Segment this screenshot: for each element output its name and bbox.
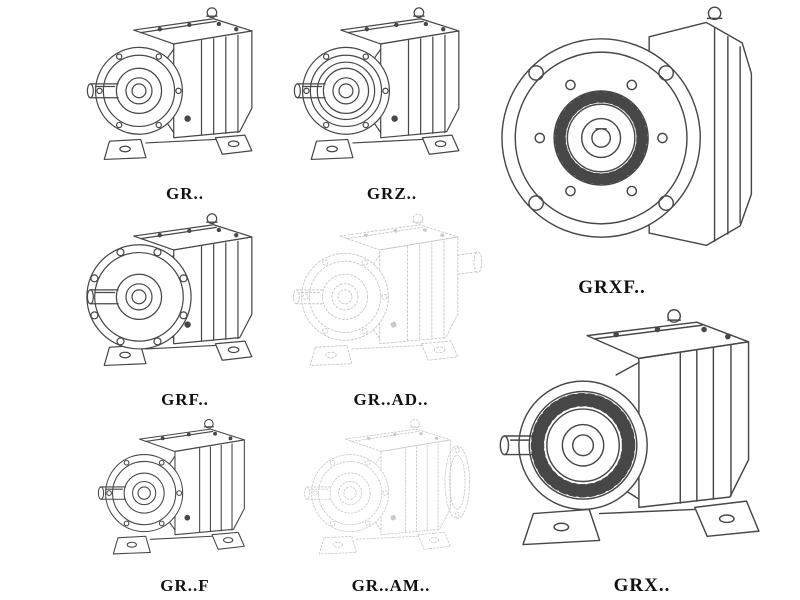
gearbox-label-gr: GR.. <box>166 184 204 203</box>
gearbox-label-grff: GR..F <box>160 576 210 595</box>
gearbox-drawing-grff <box>97 418 245 555</box>
figure-grf: GRF.. <box>82 210 288 412</box>
gearbox-label-grz: GRZ.. <box>366 184 418 203</box>
gearbox-drawing-grx <box>499 309 760 546</box>
figure-grz: GRZ.. <box>292 4 492 206</box>
figure-grad: GR..AD.. <box>288 210 494 412</box>
gearbox-drawing-grz <box>293 7 460 161</box>
gearbox-drawing-grad <box>292 213 483 366</box>
gearbox-drawing-gr <box>86 7 253 161</box>
figure-grxf: GRXF.. <box>492 0 792 300</box>
grz-extra-ring <box>316 61 376 121</box>
figure-gram: GR..AM.. <box>288 416 494 598</box>
gearbox-drawing-gram <box>303 419 471 555</box>
figure-grff: GR..F <box>82 416 288 598</box>
gearbox-drawing-grf <box>86 213 253 367</box>
gearbox-label-grf: GRF.. <box>161 390 209 409</box>
gearbox-label-gram: GR..AM.. <box>351 576 431 595</box>
gearbox-label-grxf: GRXF.. <box>578 277 646 298</box>
gearbox-drawing-grxf <box>501 6 753 247</box>
figure-grx: GRX.. <box>492 300 792 598</box>
faded-drawing-group <box>303 419 471 555</box>
faded-drawing-group <box>292 213 483 366</box>
figure-gr: GR.. <box>82 4 288 206</box>
gearbox-label-grad: GR..AD.. <box>353 390 429 409</box>
gearbox-label-grx: GRX.. <box>613 575 671 596</box>
